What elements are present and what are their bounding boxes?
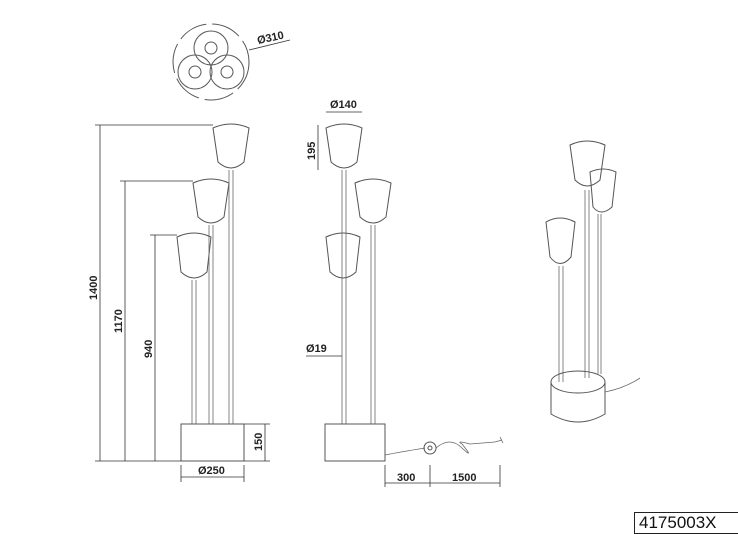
shade-height-label: 195: [306, 142, 318, 160]
side-view: Ø140 195 Ø19 300 1500: [306, 99, 504, 487]
base-diameter-label: Ø250: [198, 465, 225, 477]
cord-switch-label: 300: [397, 472, 415, 484]
product-code: 4175003X: [634, 512, 738, 534]
top-view: Ø310: [172, 23, 291, 101]
front-view: 1400 1170 940 150 Ø250: [88, 123, 270, 482]
top-diameter-label: Ø310: [256, 30, 285, 47]
cord-length-label: 1500: [452, 472, 476, 484]
shade-diameter-label: Ø140: [330, 99, 357, 111]
stem-diameter-label: Ø19: [306, 343, 327, 355]
perspective-view: [545, 140, 641, 423]
height-940-label: 940: [143, 340, 155, 358]
base-height-label: 150: [253, 433, 265, 451]
height-1170-label: 1170: [113, 309, 125, 333]
height-1400-label: 1400: [88, 276, 100, 300]
